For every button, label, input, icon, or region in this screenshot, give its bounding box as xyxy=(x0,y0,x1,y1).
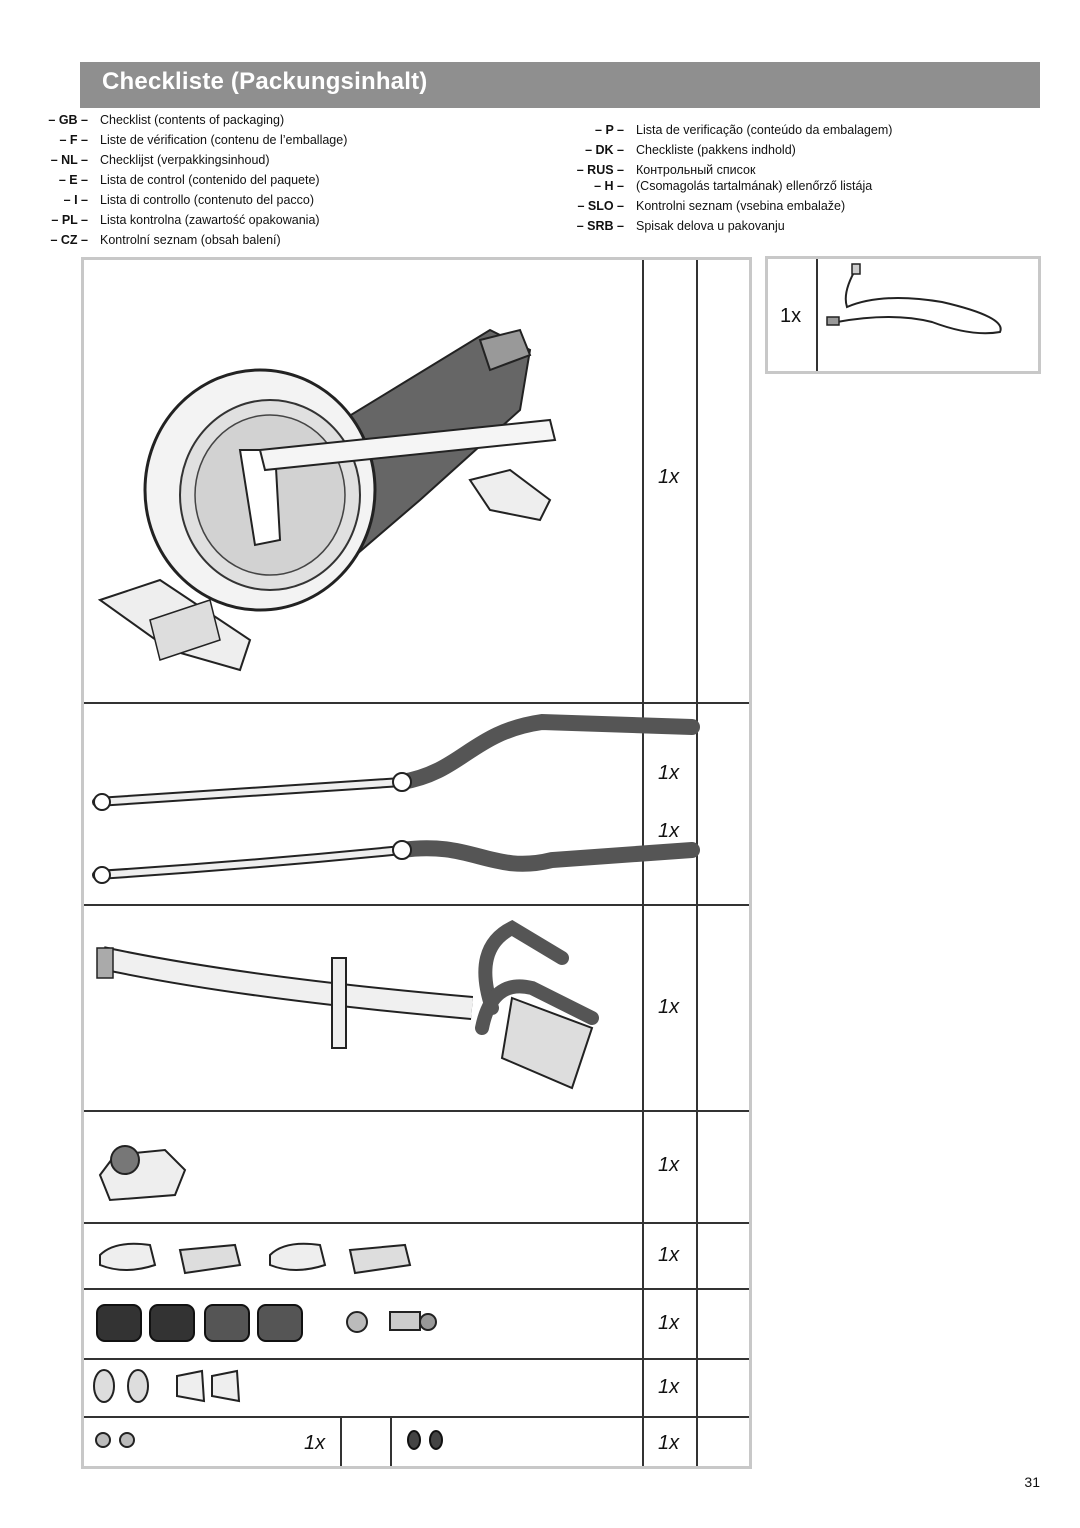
language-row: – PL – Lista kontrolna (zawartość opakowa… xyxy=(28,210,347,230)
blocks-quantity: 1x xyxy=(658,1312,680,1334)
language-code: – P – xyxy=(595,123,624,137)
trainer-frame-illustration xyxy=(97,328,557,672)
divider xyxy=(84,1222,749,1224)
language-text: Spisak delova u pakovanju xyxy=(636,219,785,233)
language-row: – SLO – Kontrolni seznam (vsebina embalaž… xyxy=(564,196,892,216)
page-title: Checkliste (Packungsinhalt) xyxy=(102,68,428,95)
small-parts-b-quantity: 1x xyxy=(658,1432,680,1454)
language-row: – P – Lista de verificação (conteúdo da e… xyxy=(564,120,892,140)
page-number: 31 xyxy=(1024,1474,1040,1490)
language-list-right: – P – Lista de verificação (conteúdo da e… xyxy=(564,120,893,236)
blocks-illustration xyxy=(96,1304,437,1342)
language-list-left: – GB –Checklist (contents of packaging) … xyxy=(28,110,347,250)
language-code: – H – xyxy=(594,179,624,193)
language-code: – SRB – xyxy=(576,219,624,233)
language-row: – H – (Csomagolás tartalmának) ellenőrző … xyxy=(564,176,892,196)
right-arm-quantity: 1x xyxy=(658,820,680,842)
divider xyxy=(696,260,698,1466)
divider xyxy=(84,1110,749,1112)
language-row: – SRB – Spisak delova u pakovanju xyxy=(564,216,892,236)
small-parts-a-quantity: 1x xyxy=(304,1432,326,1454)
caps-quantity: 1x xyxy=(658,1244,680,1266)
language-code: – I – xyxy=(63,193,88,207)
small-parts-b-illustration xyxy=(407,1430,443,1450)
language-row: – GB – Checklist (contents of packaging) xyxy=(28,110,347,130)
cover-illustration xyxy=(98,1145,187,1202)
language-code: – DK – xyxy=(585,143,624,157)
cable-illustration xyxy=(826,263,1002,335)
language-code: – CZ – xyxy=(50,233,88,247)
caps-illustration xyxy=(99,1242,412,1275)
language-text: Lista di controllo (contenuto del pacco) xyxy=(100,193,315,207)
language-row: – F – Liste de vérification (contenu de l… xyxy=(28,130,348,150)
divider xyxy=(390,1418,392,1466)
left-arm-illustration xyxy=(92,713,700,811)
handlebar-quantity: 1x xyxy=(658,996,680,1018)
divider xyxy=(84,1416,749,1418)
language-text: Контрольный список xyxy=(636,163,756,177)
title-banner: Checkliste (Packungsinhalt) xyxy=(80,62,1040,108)
divider xyxy=(642,260,644,1466)
divider xyxy=(84,1358,749,1360)
left-arm-quantity: 1x xyxy=(658,762,680,784)
language-text: Lista de control (contenido del paquete) xyxy=(100,173,320,187)
language-text: Checkliste (pakkens indhold) xyxy=(636,143,796,157)
language-text: Checklijst (verpakkingsinhoud) xyxy=(100,153,270,167)
washers-illustration xyxy=(93,1369,241,1403)
divider xyxy=(84,702,749,704)
language-row: – I – Lista di controllo (contenuto del p… xyxy=(28,190,347,210)
divider xyxy=(84,904,749,906)
language-code: – PL – xyxy=(51,213,88,227)
cable-panel xyxy=(765,256,1041,374)
language-text: Lista kontrolna (zawartość opakowania) xyxy=(100,213,320,227)
language-text: Kontrolni seznam (vsebina embalaže) xyxy=(636,199,846,213)
divider xyxy=(340,1418,342,1466)
handlebar-console-illustration xyxy=(96,920,599,1090)
language-row: – NL – Checklijst (verpakkingsinhoud) xyxy=(28,150,347,170)
cable-quantity: 1x xyxy=(780,305,802,327)
language-code: – RUS – xyxy=(576,163,624,177)
language-row: – RUS – Контрольный список xyxy=(564,160,892,180)
frame-quantity: 1x xyxy=(658,466,680,488)
language-code: – NL – xyxy=(50,153,88,167)
language-row: – DK – Checkliste (pakkens indhold) xyxy=(564,140,892,160)
cover-quantity: 1x xyxy=(658,1154,680,1176)
language-text: (Csomagolás tartalmának) ellenőrző listá… xyxy=(636,179,873,193)
language-text: Kontrolní seznam (obsah balení) xyxy=(100,233,281,247)
right-arm-illustration xyxy=(92,840,700,884)
language-code: – F – xyxy=(59,133,89,147)
language-code: – SLO – xyxy=(577,199,624,213)
language-code: – E – xyxy=(58,173,88,187)
washers-quantity: 1x xyxy=(658,1376,680,1398)
small-parts-a-illustration xyxy=(95,1432,135,1448)
language-text: Lista de verificação (conteúdo da embala… xyxy=(636,123,893,137)
divider xyxy=(816,259,818,371)
language-text: Liste de vérification (contenu de l’emba… xyxy=(100,133,348,147)
language-row: – CZ – Kontrolní seznam (obsah balení) xyxy=(28,230,347,250)
language-text: Checklist (contents of packaging) xyxy=(100,113,285,127)
language-code: – GB – xyxy=(48,113,88,127)
divider xyxy=(84,1288,749,1290)
language-row: – E – Lista de control (contenido del paq… xyxy=(28,170,347,190)
